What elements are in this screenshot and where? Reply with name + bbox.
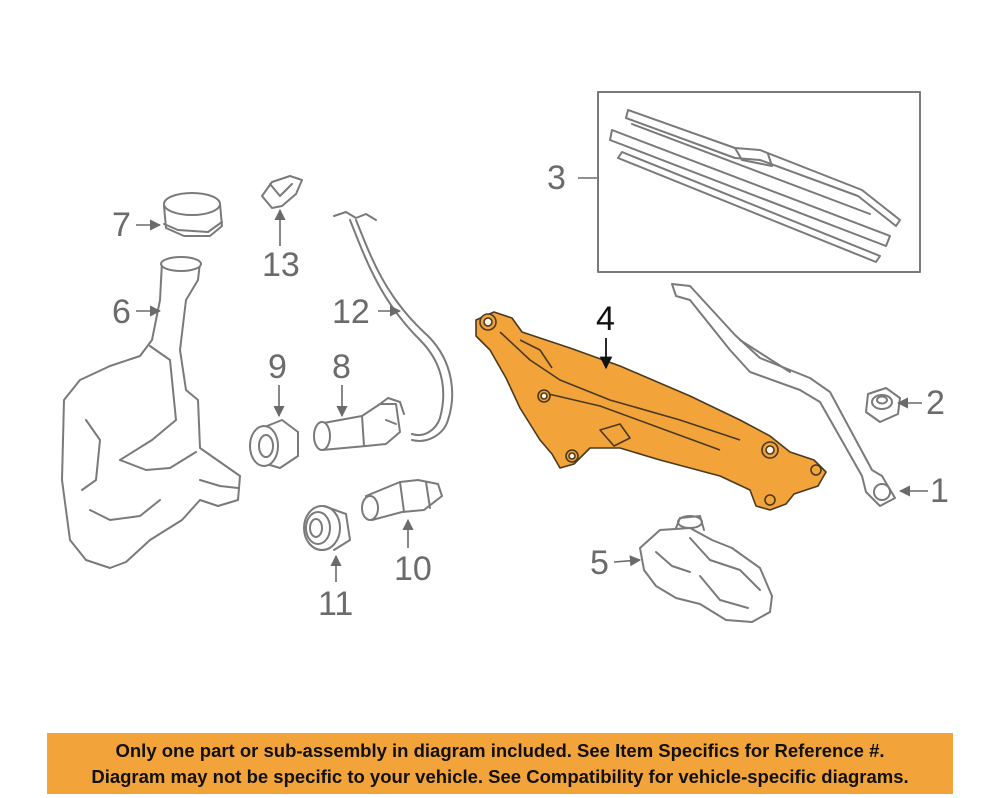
wiper-arm-part [671, 283, 896, 507]
nut-part [865, 387, 901, 423]
washer-pump-part [313, 397, 405, 451]
callout-13: 13 [262, 246, 300, 284]
callout-8: 8 [332, 348, 351, 386]
washer-hose-part [333, 211, 454, 442]
callout-10: 10 [394, 550, 432, 588]
callout-1: 1 [930, 472, 949, 510]
washer-reservoir-part [61, 256, 241, 569]
callout-4: 4 [596, 300, 615, 338]
parts-diagram [61, 91, 928, 623]
callout-3: 3 [547, 159, 566, 197]
callout-9: 9 [268, 348, 287, 386]
callout-11: 11 [318, 585, 354, 623]
washer-nozzle-part [361, 479, 443, 521]
callout-5: 5 [590, 544, 609, 582]
leader-5 [613, 555, 642, 567]
callout-7: 7 [112, 206, 131, 244]
clip-part [261, 175, 303, 209]
seal-part [303, 505, 351, 551]
disclaimer-line-1: Only one part or sub-assembly in diagram… [115, 740, 885, 761]
wiper-linkage-part [475, 311, 827, 511]
callout-12: 12 [332, 293, 370, 331]
callout-6: 6 [112, 293, 131, 331]
wiper-motor-part [639, 515, 773, 623]
disclaimer-banner: Only one part or sub-assembly in diagram… [47, 733, 953, 794]
grommet-part [249, 419, 299, 469]
disclaimer-line-2: Diagram may not be specific to your vehi… [91, 766, 909, 787]
reservoir-cap-part [163, 192, 223, 237]
wiper-blade-part [597, 91, 921, 273]
callout-2: 2 [926, 384, 945, 422]
